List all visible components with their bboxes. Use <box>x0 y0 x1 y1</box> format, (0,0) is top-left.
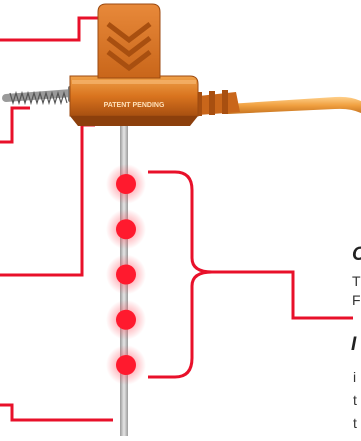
led-dot-icon <box>116 309 136 330</box>
callout-line-spring <box>0 106 30 144</box>
callout-text-line: t <box>353 392 357 408</box>
led-dot-icon <box>116 264 136 285</box>
callout-line-tip <box>0 403 113 422</box>
callout-lines <box>0 16 353 422</box>
led-dot-icon <box>116 174 136 194</box>
callout-text-line: F <box>352 292 361 308</box>
callout-text-line: i <box>353 369 357 385</box>
callout-line-leds <box>212 270 353 320</box>
cable <box>228 96 361 114</box>
led-dot-icon <box>116 219 136 240</box>
callout-text-line: T <box>352 273 361 289</box>
spring-icon <box>2 86 78 106</box>
housing-label: PATENT PENDING <box>104 102 165 109</box>
callout-line-housing <box>0 123 95 277</box>
callout-title: C <box>352 245 361 264</box>
led-dot-icon <box>116 355 136 375</box>
chevron-tab-icon <box>97 3 161 79</box>
led-bracket <box>148 170 213 379</box>
callout-emphasis: I <box>351 334 357 355</box>
led-column <box>106 164 146 385</box>
device-housing: PATENT PENDING <box>69 75 199 126</box>
callout-line-tab <box>0 16 98 42</box>
callout-text-line: t <box>353 415 357 431</box>
